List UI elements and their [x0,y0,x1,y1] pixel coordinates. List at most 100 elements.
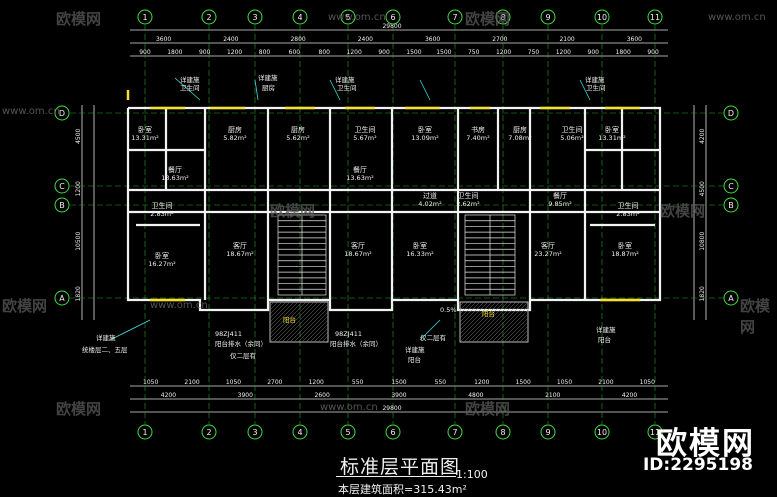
hatch-line [459,301,469,311]
hatch-line [309,323,329,343]
axis-bubble [647,9,663,25]
axis-bubble [385,424,401,440]
hatch-line [471,301,513,343]
axis-letter: C [59,182,65,191]
dimension-value: 4500 [699,181,706,196]
axis-number: 5 [345,428,350,437]
room-name: 客厅 [541,241,555,250]
axis-bubble [594,9,610,25]
hatch-line [483,301,525,343]
watermark-brand: 欧模网 [2,297,48,315]
dimension-value: 3600 [425,36,440,43]
hatch-line [293,307,329,343]
reference-leaders [109,77,591,341]
axis-bubble [201,9,217,25]
dimension-value: 4200 [622,392,637,399]
axis-number: 1 [142,428,147,437]
hatch-line [269,301,299,331]
axis-bubble [540,424,556,440]
axis-number: 7 [452,428,457,437]
balcony-note-1: 阳台 [408,355,421,364]
ac-note: 仅二层有 [230,351,257,360]
floor-area-note: 本层建筑面积=315.43m² [338,483,467,496]
axis-number: 9 [545,428,550,437]
axis-number: 6 [390,428,395,437]
hatch-line [467,301,509,343]
room-area: 13.63m² [346,174,374,182]
hatch-line [479,301,521,343]
balcony-note-2: 阳台 [598,335,611,344]
axis-number: 11 [650,13,660,22]
detail-note-6: 详建施 [405,345,425,354]
axis-number: 7 [452,13,457,22]
watermark-site: www.om.cn [328,12,386,23]
hatch-line [317,331,329,343]
hatch-line [523,337,529,343]
room-area: 23.27m² [534,250,562,258]
balcony-label-2: 阳台 [482,309,495,318]
dimension-value: 1500 [436,49,451,56]
dimension-value: 1500 [516,379,531,386]
room-name: 卧室 [155,251,169,260]
annotation-labels: 详建施 卫生间 详建施 厨房 详建施 卫生间 详建施 卫生间 详建施 统楼层二、… [82,73,616,364]
model-id: ID:2295198 [642,455,753,475]
dimension-value: 900 [378,49,390,56]
hatch-line [269,301,303,335]
hatch-line [503,317,529,343]
hatch-line [269,301,311,343]
room-name: 客厅 [233,241,247,250]
room-name: 卧室 [618,241,632,250]
detail-note-4: 详建施 [585,75,605,84]
hatch-line [277,301,319,343]
drain-note-2: 阳台排水（余同） [330,339,382,348]
room-name: 厨房 [513,125,527,134]
std-ref-1: 98ZJ411 [215,330,242,338]
detail-note-3: 详建施 [335,75,355,84]
axis-number: 2 [206,13,211,22]
room-area: 13.31m² [131,134,159,142]
dimension-value: 750 [528,49,540,56]
dimension-value: 1050 [143,379,158,386]
dimension-value: 1820 [75,286,82,301]
axis-bubble [495,424,511,440]
axis-letter: A [59,294,65,303]
dimension-value: 1050 [557,379,572,386]
watermark-brand: 欧模网 [465,400,511,418]
brand-logo-text: 欧模网 [656,426,755,462]
room-area: 2.83m² [616,210,640,218]
room-name: 餐厅 [553,191,567,200]
walls [126,106,662,312]
hatch-line [511,325,529,343]
room-name: 厨房 [228,125,242,134]
axis-letter: B [728,201,734,210]
dimension-value: 1500 [406,49,421,56]
drawing-title: 标准层平面图 [340,456,461,478]
room-area: 5.82m² [223,134,247,142]
dimension-value: 2400 [358,36,373,43]
axis-bubble [292,424,308,440]
axis-number: 8 [500,13,505,22]
room-area: 18.87m² [611,250,639,258]
hatch-line [289,303,329,343]
hatch-line [269,301,275,307]
hatch-line [463,301,505,343]
axis-letter: D [59,109,65,118]
hatch-line [321,335,329,343]
room-area: 13.63m² [161,174,189,182]
hatch-line [487,301,529,343]
axis-bubble [495,9,511,25]
detail-note-7: 详建施 [596,325,616,334]
dimension-value: 600 [289,49,301,56]
dimension-value: 1200 [496,49,511,56]
room-area: 13.09m² [411,134,439,142]
hatch-line [273,301,315,343]
watermark-brand: 欧模网 [56,10,102,28]
room-name: 卧室 [138,125,152,134]
axis-bubble [137,424,153,440]
axis-number: 4 [297,428,302,437]
room-area: 18.67m² [344,250,372,258]
dimension-value: 2400 [223,36,238,43]
dimension-value: 550 [352,379,364,386]
detail-note-1: 详建施 [180,75,200,84]
